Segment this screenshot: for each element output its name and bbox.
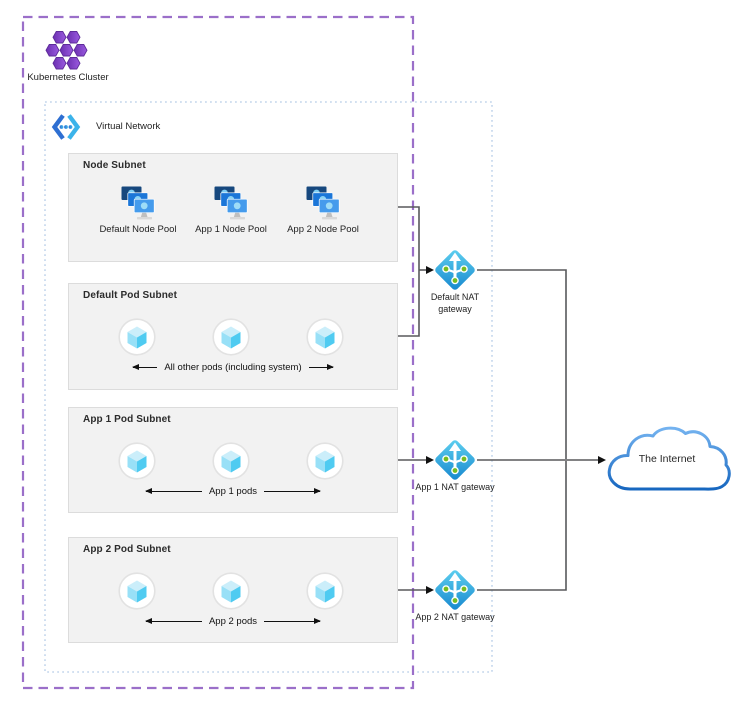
subnet-app2-pod: App 2 Pod Subnet — [68, 537, 398, 643]
subnet-default-pod: Default Pod Subnet — [68, 283, 398, 390]
subnet-node: Node Subnet — [68, 153, 398, 262]
pod-icon — [306, 572, 344, 610]
virtual-network-label: Virtual Network — [96, 121, 161, 132]
left-arrow — [144, 618, 202, 624]
pod-caption: App 2 pods — [208, 616, 258, 627]
virtual-network-icon — [50, 111, 82, 143]
nat-gateway-icon — [432, 437, 478, 483]
right-arrow — [264, 488, 322, 494]
nat-gateway-label: App 1 NAT gateway — [415, 482, 495, 492]
pod-caption-row: All other pods (including system) — [69, 362, 397, 373]
internet-label: The Internet — [638, 453, 696, 465]
pod-icon — [212, 442, 250, 480]
kubernetes-cluster-icon — [43, 31, 91, 71]
right-arrow — [264, 618, 322, 624]
pod-icon — [118, 572, 156, 610]
pod-icon — [212, 318, 250, 356]
pod-caption: App 1 pods — [208, 486, 258, 497]
pod-icon — [118, 318, 156, 356]
nat-gateway-icon — [432, 567, 478, 613]
pod-caption-row: App 1 pods — [69, 486, 397, 497]
nat-gateway-label: App 2 NAT gateway — [415, 612, 495, 622]
kubernetes-cluster-label: Kubernetes Cluster — [27, 72, 109, 83]
subnet-title: Node Subnet — [83, 160, 146, 171]
nat-gateway-label: Default NAT gateway — [430, 292, 480, 314]
pod-icon — [118, 442, 156, 480]
node-pool-label: App 2 Node Pool — [287, 224, 359, 235]
vm-scale-set-icon — [121, 186, 155, 222]
nat-gateway-icon — [432, 247, 478, 293]
subnet-title: App 1 Pod Subnet — [83, 414, 171, 425]
vm-scale-set-icon — [214, 186, 248, 222]
vm-scale-set-icon — [306, 186, 340, 222]
pod-icon — [306, 442, 344, 480]
left-arrow — [132, 364, 158, 370]
connector-bracket-node-defaultpod — [398, 206, 420, 337]
right-arrow — [308, 364, 334, 370]
subnet-title: App 2 Pod Subnet — [83, 544, 171, 555]
pod-caption: All other pods (including system) — [164, 362, 302, 373]
internet-cloud: The Internet — [603, 423, 731, 501]
subnet-app1-pod: App 1 Pod Subnet — [68, 407, 398, 513]
pod-icon — [306, 318, 344, 356]
subnet-title: Default Pod Subnet — [83, 290, 178, 301]
pod-caption-row: App 2 pods — [69, 616, 397, 627]
left-arrow — [144, 488, 202, 494]
connector-app2-nat-out — [477, 461, 567, 591]
pod-icon — [212, 572, 250, 610]
